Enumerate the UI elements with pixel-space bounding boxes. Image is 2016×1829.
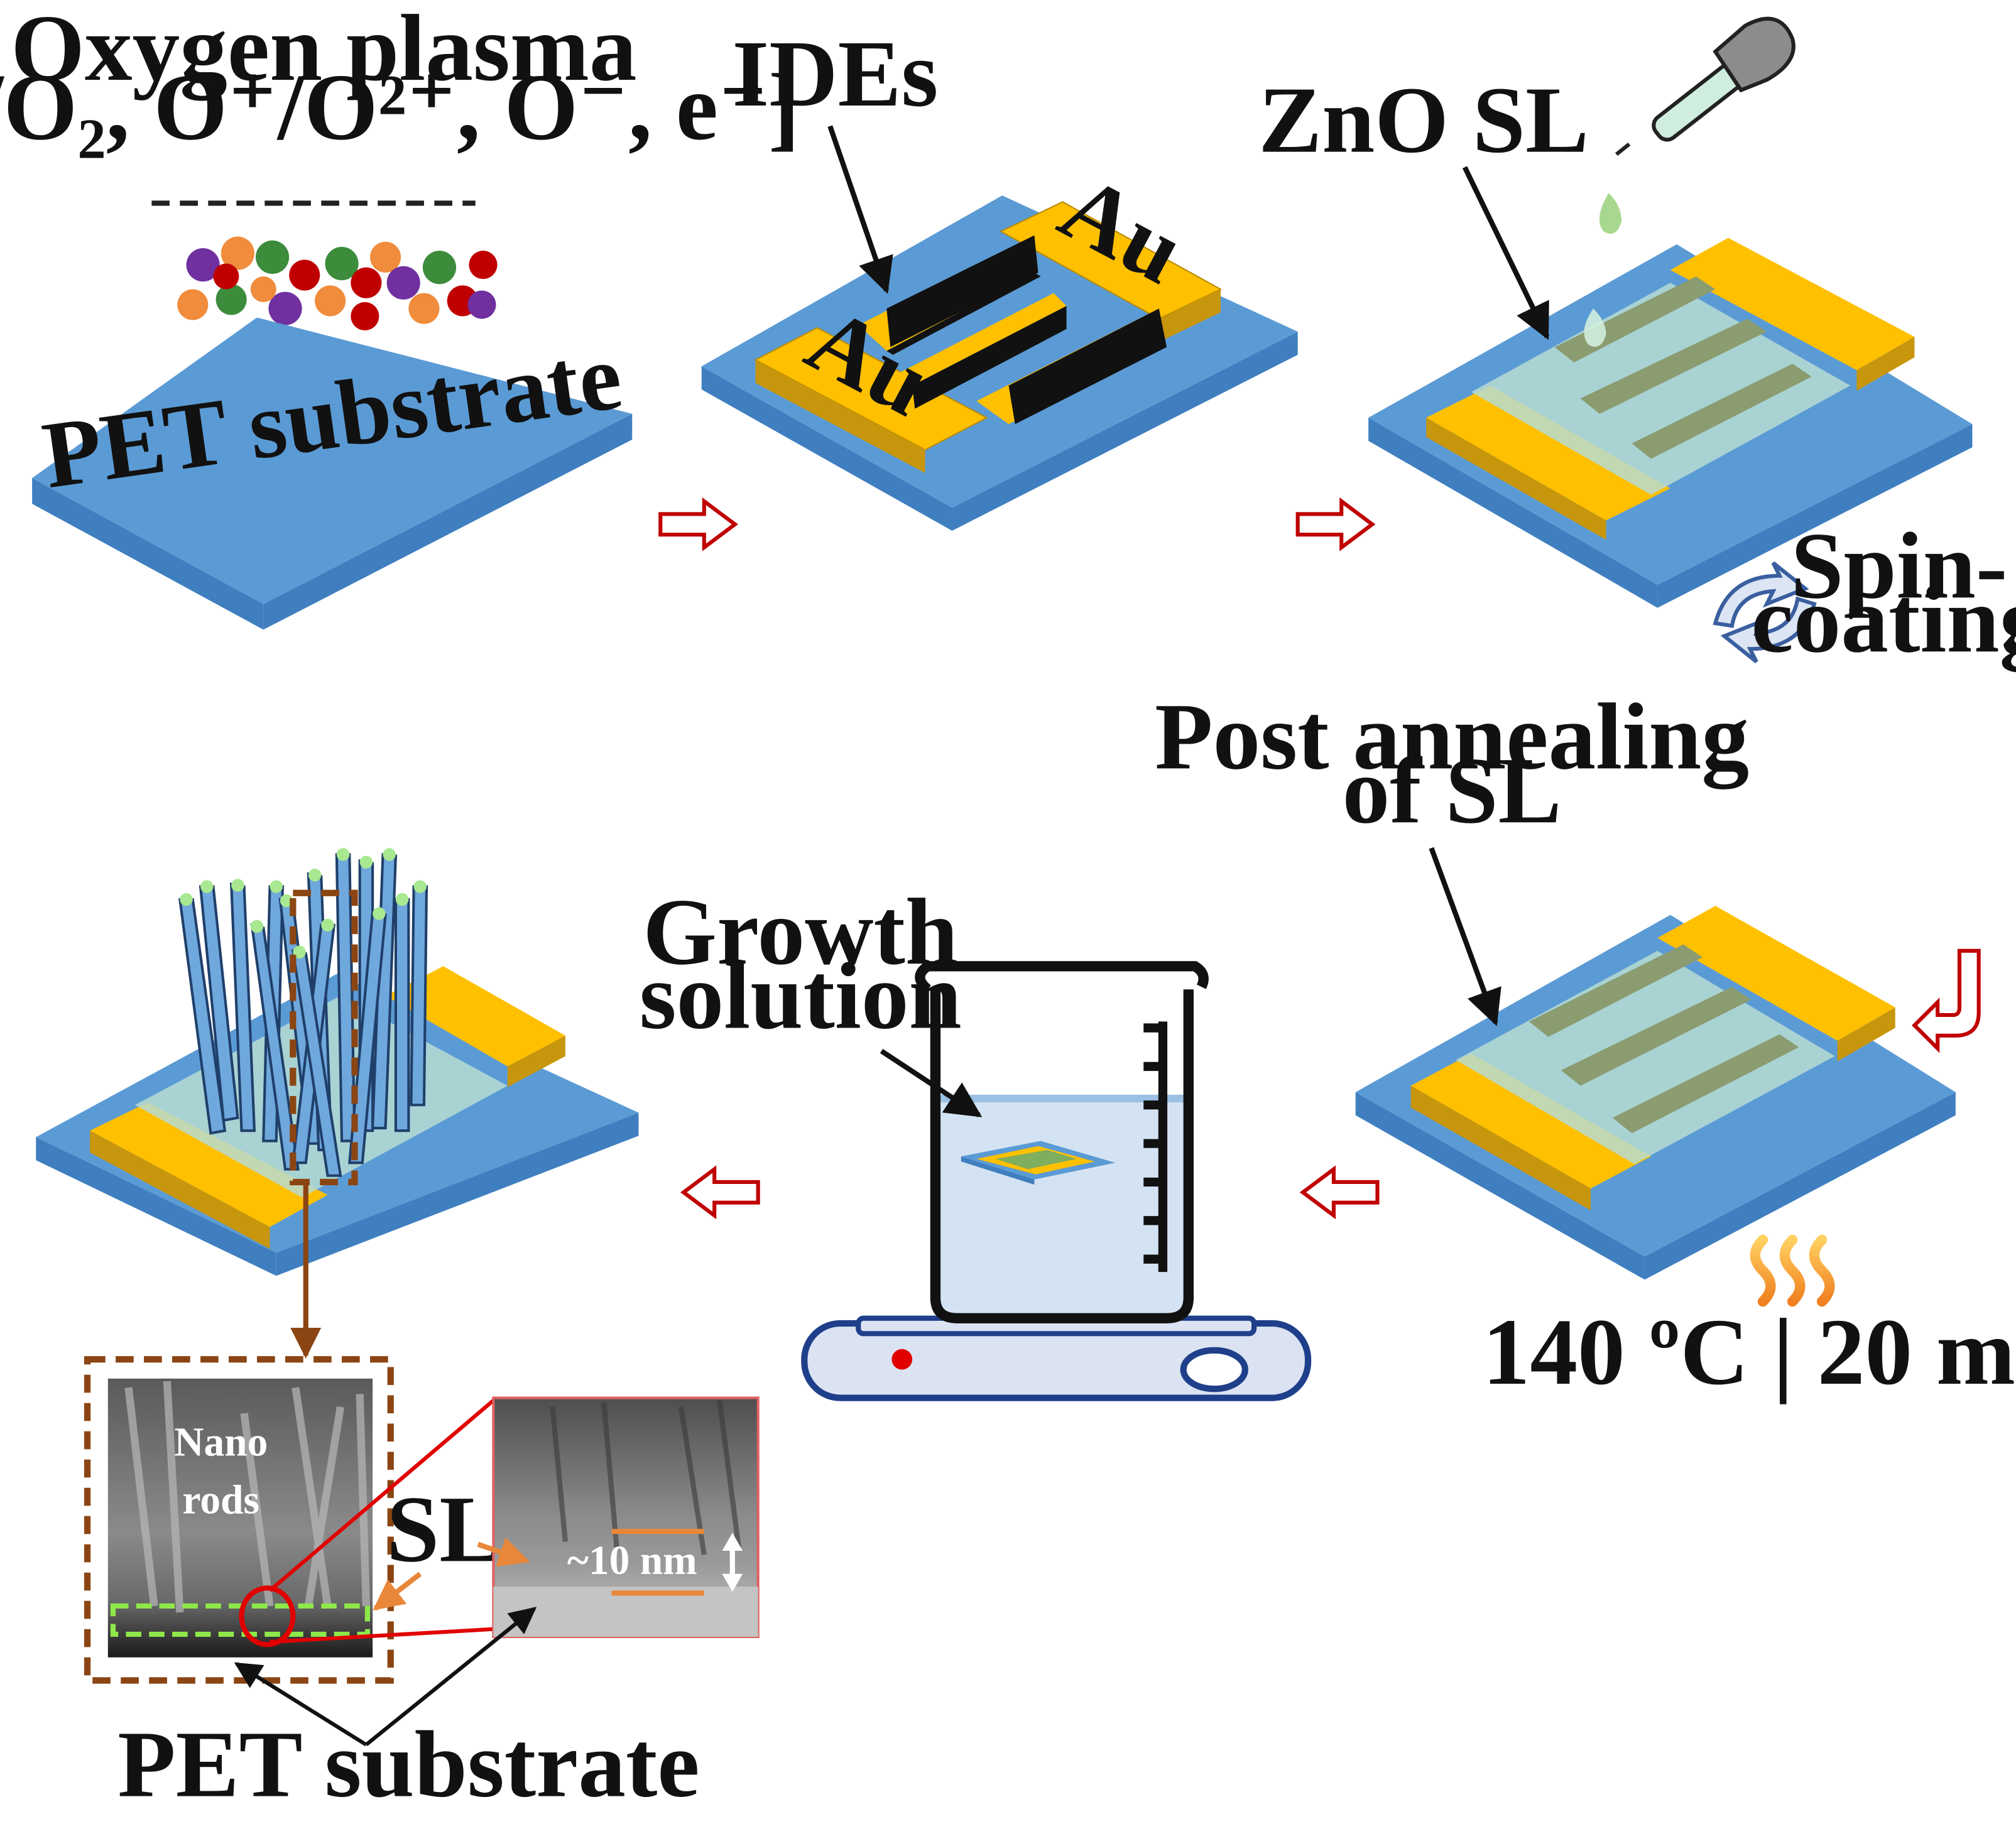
- ides-pointer-arrow: [827, 125, 893, 294]
- growth-label-1: Growth: [643, 879, 958, 984]
- heat-icon: [1750, 1234, 1835, 1307]
- anneal-condition-label: 140 ºC | 20 min: [1483, 1299, 2016, 1404]
- anneal-label-1: Post annealing: [1155, 683, 1749, 789]
- nanorods-label-1: Nano: [174, 1420, 268, 1465]
- panel-ides: IDEs Au Au: [701, 21, 1298, 531]
- panel-oxygen-plasma: Oxygen plasma [ O/O₂, O⁺/O²⁺, O⁻, e⁻] PE…: [0, 0, 800, 630]
- spin-label-1: Spin-: [1790, 513, 2007, 618]
- panel-post-annealing: Post annealing of SL 140 ºC | 20 min: [1155, 683, 2016, 1404]
- flow-arrow-4: [680, 1165, 760, 1220]
- electrode-fingers: [858, 235, 1167, 425]
- nanorods-label-2: rods: [183, 1478, 259, 1523]
- flow-arrow-3: [1299, 1165, 1380, 1220]
- immersed-device: [961, 1141, 1116, 1185]
- panel-nanorods: Nano rods SL ~10 nm PET substrate: [36, 848, 760, 1817]
- flow-arrow-1: [658, 497, 738, 551]
- zoom-line-top: [268, 1399, 495, 1592]
- anneal-pointer-arrow: [1429, 847, 1501, 1026]
- dropper-icon: [1615, 16, 1795, 156]
- panel-growth-solution: Growth solution: [640, 879, 1312, 1401]
- zno-sl-label: ZnO SL: [1258, 67, 1589, 173]
- ides-label: IDEs: [732, 21, 938, 126]
- hotplate-knob-icon: [1180, 1347, 1248, 1392]
- nanorod-tips: [180, 848, 427, 959]
- droplet-icon-2: [1584, 308, 1606, 347]
- pet-substrate-1: [32, 317, 633, 630]
- plasma-particles: [177, 236, 498, 330]
- pet-pointer-arrow-1: [234, 1662, 368, 1747]
- beaker: [915, 961, 1209, 1323]
- flow-arrow-turn: [1912, 948, 1981, 1053]
- sl-callout-label: SL: [386, 1476, 503, 1582]
- flow-arrow-2: [1295, 497, 1376, 551]
- sl-pointer-arrow-2: [477, 1537, 530, 1567]
- zoom-region-box: [290, 889, 358, 1186]
- panel-zno-sl: ZnO SL Spin- coating: [1258, 16, 2016, 672]
- plasma-title: Oxygen plasma: [11, 0, 636, 100]
- hotplate-indicator-icon: [891, 1349, 913, 1370]
- plasma-species: [ O/O₂, O⁺/O²⁺, O⁻, e⁻]: [0, 54, 800, 160]
- zno-sl-pointer-arrow: [1462, 166, 1550, 340]
- sem-image-seed-layer: ~10 nm: [477, 1396, 760, 1639]
- hotplate: [801, 1315, 1312, 1401]
- pet-pointer-arrow-2: [364, 1607, 537, 1747]
- zoom-line-bottom: [270, 1627, 494, 1644]
- anneal-label-2: of SL: [1343, 737, 1562, 843]
- spin-icon: [1713, 561, 1817, 664]
- spin-label-2: coating: [1751, 567, 2016, 672]
- growth-label-2: solution: [640, 943, 962, 1049]
- droplet-icon: [1599, 193, 1622, 234]
- sl-pointer-arrow-1: [373, 1571, 422, 1611]
- sem-image-nanorods: Nano rods: [84, 1356, 394, 1684]
- growth-pointer-arrow: [880, 1048, 983, 1118]
- thickness-label: ~10 nm: [567, 1538, 697, 1583]
- pet-substrate-label-2: PET substrate: [117, 1712, 699, 1817]
